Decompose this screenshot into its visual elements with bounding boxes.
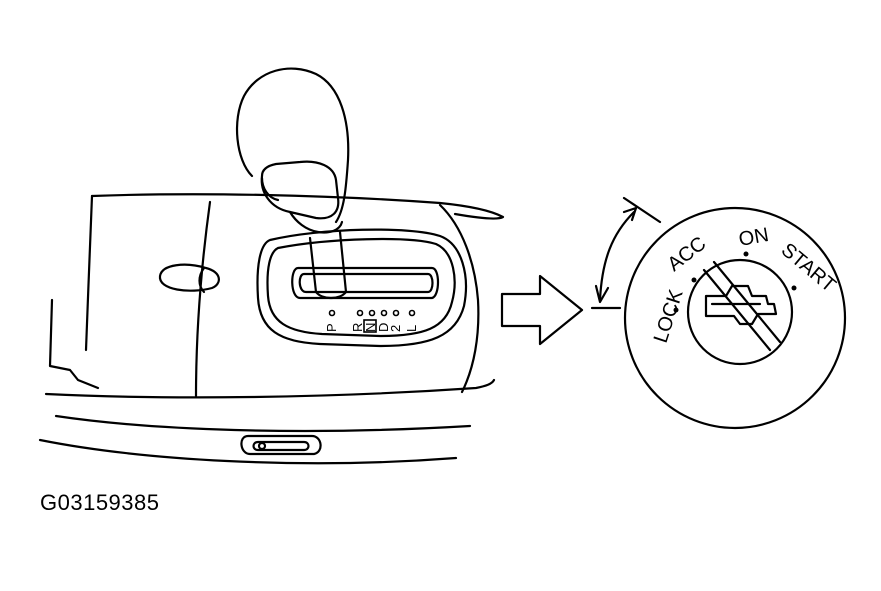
hand-knob [235,67,350,224]
shifter-dots [328,309,416,317]
shifter-label-n: N [363,323,378,332]
pointer-arrow [500,274,584,346]
shifter-bezel [256,228,468,348]
ignition-dots [673,251,797,313]
shift-lever[interactable] [260,160,348,300]
ignition-label-lock: LOCK [650,286,688,345]
ignition-labels: LOCK ACC ON START [650,224,840,345]
console-outline [38,193,505,465]
shifter-label-2: 2 [388,325,403,332]
ignition-switch [623,206,847,430]
shifter-labels: P R N D 2 L [324,319,419,333]
figure-id: G03159385 [40,490,160,515]
shifter-label-p: P [324,323,339,332]
shifter-label-r: R [350,323,365,332]
angle-marker [590,196,662,310]
ignition-label-on: ON [737,224,770,251]
shifter-label-d: D [376,323,391,332]
shifter-label-l: L [404,325,419,332]
selected-position-box [363,319,377,333]
